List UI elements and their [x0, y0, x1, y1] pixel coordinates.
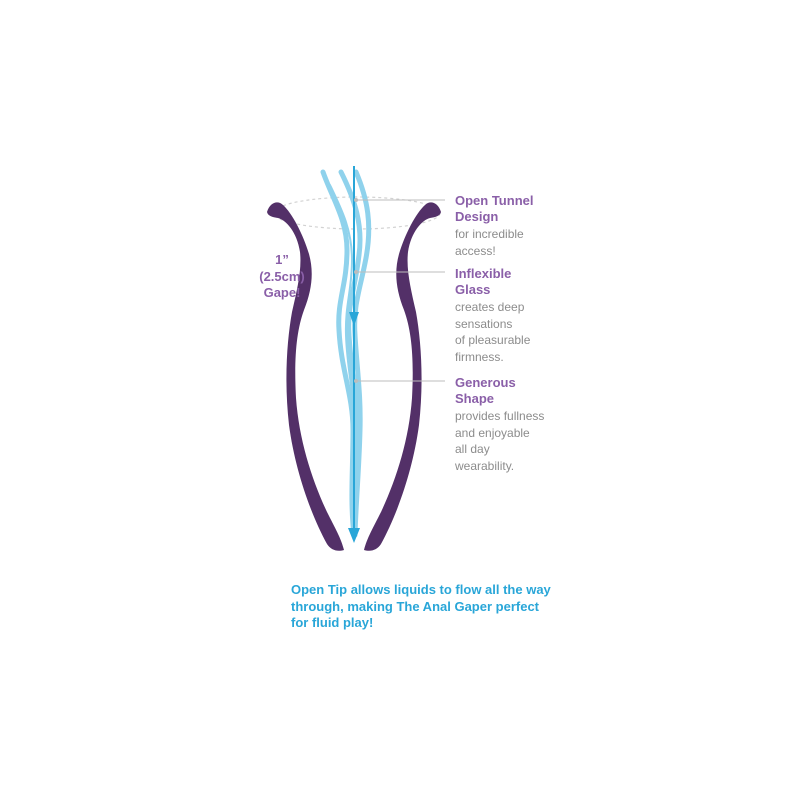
liquid-stream: [352, 169, 372, 538]
leader-dot: [354, 270, 358, 274]
flow-arrow-head-lower: [348, 528, 360, 543]
leader-lines: [356, 199, 445, 382]
feature-title-open-tunnel: Open Tunnel Design: [455, 193, 534, 224]
left-wall: [267, 202, 344, 551]
liquid-stream: [329, 184, 356, 431]
flow-arrow-head-upper: [349, 312, 359, 326]
feature-desc-inflexible-glass: creates deep sensations of pleasurable f…: [455, 300, 531, 364]
leader-dot: [354, 379, 358, 383]
liquid-streams: [320, 169, 372, 538]
gape-size-label: 1” (2.5cm) Gape!: [259, 252, 305, 300]
open-tip-caption: Open Tip allows liquids to flow all the …: [291, 582, 551, 630]
leader-dot: [354, 198, 358, 202]
right-wall: [364, 202, 441, 551]
feature-title-generous-shape: Generous Shape: [455, 375, 516, 406]
feature-desc-generous-shape: provides fullness and enjoyable all day …: [455, 409, 545, 473]
liquid-stream: [320, 169, 357, 538]
feature-title-inflexible-glass: Inflexible Glass: [455, 266, 512, 297]
feature-desc-open-tunnel: for incredible access!: [455, 227, 524, 258]
